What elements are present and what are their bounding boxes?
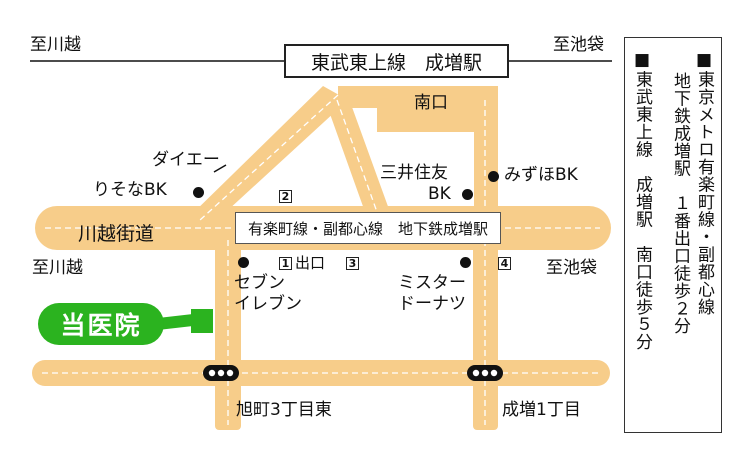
center-lines — [42, 94, 600, 425]
traffic-signal-right — [467, 365, 503, 381]
exit-number-1: 1 — [279, 257, 292, 270]
intersection-asahicho: 旭町3丁目東 — [236, 400, 332, 420]
landmark-mitsui-line2: BK — [428, 184, 451, 204]
clinic-pointer — [158, 314, 193, 330]
landmark-misdo-line2: ドーナツ — [398, 294, 466, 314]
exit-number-4: 4 — [498, 257, 511, 270]
access-metro-line: ■東京メトロ有楽町線・副都心線 — [694, 50, 714, 316]
daiei-leader — [213, 164, 227, 173]
traffic-signal-left — [203, 365, 239, 381]
road-name-kawagoe-kaido: 川越街道 — [78, 223, 155, 245]
access-tobu-line: ■東武東上線 成増駅 南口徒歩５分 — [632, 50, 652, 351]
road-right-vertical — [473, 228, 498, 430]
road-station-plaza — [323, 86, 498, 210]
landmark-dot-risona — [193, 187, 204, 198]
direction-mid-left: 至川越 — [32, 258, 83, 278]
landmark-dot-mitsui — [462, 189, 473, 200]
road-lower — [32, 360, 610, 386]
landmark-seven-line2: イレブン — [234, 294, 302, 314]
landmark-misdo-line1: ミスター — [398, 273, 466, 293]
road-diagonal-left — [188, 86, 348, 222]
direction-top-left: 至川越 — [30, 35, 81, 55]
landmark-mitsui-line1: 三井住友 — [380, 163, 448, 183]
landmark-dot-misdo — [460, 257, 471, 268]
access-metro-exit: 地下鉄成増駅 １番出口徒歩２分 — [670, 72, 690, 335]
direction-mid-right: 至池袋 — [546, 258, 597, 278]
exit-1-label: 出口 — [295, 254, 326, 272]
clinic-marker — [191, 309, 213, 333]
access-info-panel: ■東京メトロ有楽町線・副都心線 地下鉄成増駅 １番出口徒歩２分 ■東武東上線 成… — [624, 37, 722, 433]
landmark-risona-bank: りそなBK — [93, 180, 167, 200]
landmark-dot-seven — [238, 257, 249, 268]
exit-number-3: 3 — [346, 257, 359, 270]
clinic-label: 当医院 — [38, 303, 164, 345]
station-name: 東武東上線 成増駅 — [284, 44, 509, 78]
landmark-seven-line1: セブン — [234, 273, 285, 293]
south-exit-label: 南口 — [414, 93, 448, 113]
direction-top-right: 至池袋 — [553, 35, 604, 55]
intersection-narimasu: 成増1丁目 — [502, 400, 581, 420]
landmark-dot-mizuho — [488, 171, 499, 182]
subway-station-label: 有楽町線・副都心線 地下鉄成増駅 — [235, 212, 501, 244]
road-diagonal-inner — [325, 96, 390, 212]
exit-number-2: 2 — [279, 190, 292, 203]
landmark-mizuho-bank: みずほBK — [504, 165, 578, 185]
landmark-daiei: ダイエー — [152, 150, 220, 170]
